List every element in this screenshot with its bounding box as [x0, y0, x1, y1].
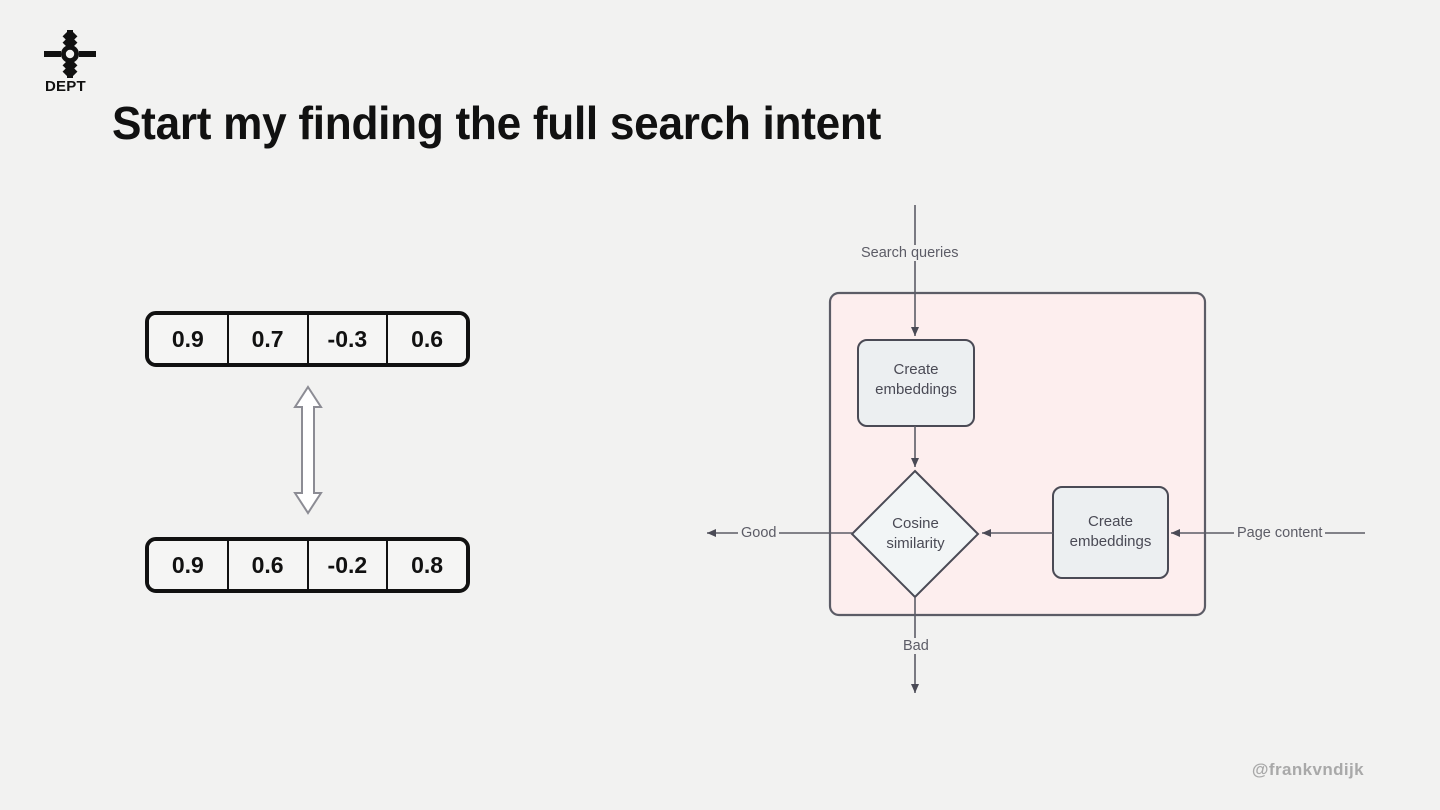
node-line-2: embeddings — [1069, 533, 1152, 550]
edge-label-search-queries: Search queries — [858, 245, 962, 261]
vector-b-cell: 0.8 — [388, 541, 466, 589]
vector-b-cell: -0.2 — [308, 541, 389, 589]
node-create-embeddings-content: Create embeddings — [1053, 512, 1168, 552]
node-line-1: Create — [893, 361, 939, 378]
dept-asterisk-icon — [44, 30, 96, 78]
node-cosine-similarity: Cosine similarity — [853, 514, 978, 554]
embedding-vector-a: 0.9 0.7 -0.3 0.6 — [145, 311, 470, 367]
node-line-2: similarity — [886, 535, 945, 552]
edge-label-bad: Bad — [900, 638, 932, 654]
edge-label-good: Good — [738, 525, 780, 541]
node-line-1: Cosine — [892, 515, 939, 532]
similarity-flowchart: Create embeddings Cosine similarity Crea… — [690, 195, 1390, 715]
node-create-embeddings-queries: Create embeddings — [858, 360, 974, 400]
embedding-vector-b: 0.9 0.6 -0.2 0.8 — [145, 537, 470, 593]
node-line-1: Create — [1087, 513, 1134, 530]
author-handle: @frankvndijk — [1251, 760, 1364, 779]
dept-logo: DEPT — [44, 30, 96, 96]
vector-a-cell: -0.3 — [308, 315, 389, 363]
page-title: Start my finding the full search intent — [112, 97, 882, 149]
vector-b-cell: 0.9 — [149, 541, 229, 589]
dept-wordmark: DEPT — [45, 78, 86, 95]
vector-a-cell: 0.7 — [228, 315, 309, 363]
vector-a-cell: 0.9 — [149, 315, 229, 363]
vector-b-cell: 0.6 — [228, 541, 309, 589]
node-line-2: embeddings — [875, 381, 957, 398]
vector-a-cell: 0.6 — [388, 315, 466, 363]
edge-label-page-content: Page content — [1234, 525, 1326, 541]
double-headed-vertical-arrow-icon — [287, 385, 329, 515]
